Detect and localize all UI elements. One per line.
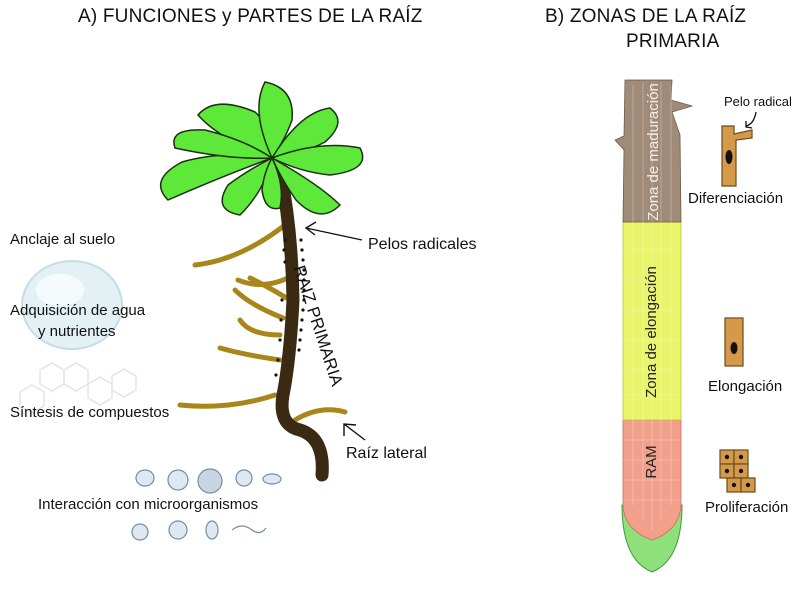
panel-a-title: A) FUNCIONES y PARTES DE LA RAÍZ: [78, 6, 423, 27]
root-hairs-label: Pelos radicales: [368, 236, 477, 253]
elongation-cell-label: Elongación: [708, 378, 783, 395]
arrow-root-hair-cell-icon: [745, 111, 757, 129]
leaf-rosette: [159, 81, 364, 216]
primary-root: [273, 163, 329, 482]
lateral-root-label: Raíz lateral: [346, 445, 427, 462]
maturation-zone: [614, 79, 694, 223]
root-hairs: [274, 238, 306, 377]
elongation-zone-label: Zona de elongación: [643, 266, 660, 398]
microorganisms-icon: [131, 468, 282, 541]
ram-zone: [622, 419, 682, 541]
elongation-zone: [622, 221, 682, 421]
function-nutrients: y nutrientes: [38, 323, 116, 340]
function-synthesis: Síntesis de compuestos: [10, 404, 170, 421]
cell-grid: [623, 82, 681, 530]
differentiation-label: Diferenciación: [688, 190, 784, 207]
function-water-uptake: Adquisición de agua: [10, 302, 146, 319]
root-hair-cell-label: Pelo radical: [724, 94, 792, 109]
maturation-zone-label: Zona de maduración: [645, 83, 662, 221]
arrow-lateral-root-icon: [343, 423, 366, 441]
elongation-cell-icon: [724, 317, 744, 367]
differentiation-cell-icon: [721, 125, 753, 187]
lateral-roots: [177, 222, 348, 423]
ram-zone-label: RAM: [643, 445, 660, 478]
water-droplet-icon: [21, 260, 123, 350]
function-microorganisms: Interacción con microorganismos: [38, 496, 259, 513]
molecule-hexagons-icon: [19, 362, 137, 414]
proliferation-cells-icon: [719, 449, 756, 493]
proliferation-label: Proliferación: [705, 499, 789, 516]
arrow-root-hairs-icon: [304, 221, 363, 241]
function-anchoring: Anclaje al suelo: [10, 231, 116, 248]
panel-b-title-line1: B) ZONAS DE LA RAÍZ: [545, 6, 747, 27]
panel-b-title-line2: PRIMARIA: [626, 31, 720, 52]
